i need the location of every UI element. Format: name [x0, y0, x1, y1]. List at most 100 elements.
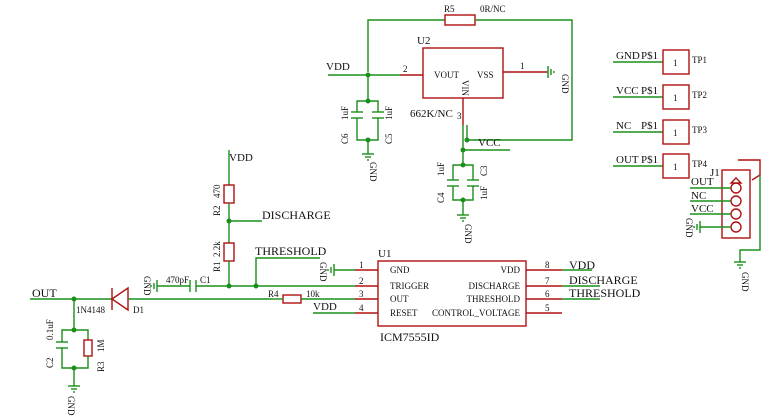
tp1-ref: TP1 [692, 55, 707, 65]
tp3-body [662, 119, 690, 145]
gnd-label: GND [368, 162, 378, 182]
r3-resistor [83, 339, 93, 357]
tp4-pad: P$1 [641, 154, 658, 166]
tp3-net: NC [616, 120, 631, 132]
u1-ref: U1 [378, 248, 391, 260]
j1-ref: J1 [710, 167, 720, 179]
testpoint-tp4: OUT P$1 1 TP4 [613, 153, 708, 179]
u2-pin3-num: 3 [457, 111, 462, 121]
j1-pin1 [730, 182, 742, 194]
c1-value: 470pF [166, 275, 189, 285]
r5-resistor [444, 14, 476, 26]
tp2-net: VCC [616, 85, 639, 97]
j1-pin2 [730, 195, 742, 207]
u1-pin6-name: THRESHOLD [467, 294, 521, 304]
u2-vin-label: VIN [460, 80, 470, 96]
u1-pin2-num: 2 [359, 276, 364, 286]
u1-vdd-net: VDD [569, 258, 595, 272]
testpoint-tp3: NC P$1 1 TP3 [613, 119, 708, 145]
tp1-pad: P$1 [641, 50, 658, 62]
junction-dot [71, 365, 77, 371]
threshold-net: THRESHOLD [255, 244, 327, 258]
r2-resistor [223, 184, 235, 204]
c5-wire [368, 100, 379, 112]
u1-pin5-name: CONTROL_VOLTAGE [432, 308, 520, 318]
connector-j1: J1 OUT NC VCC GND GND [684, 159, 761, 292]
u2-vss-label: VSS [477, 70, 494, 80]
tp2-ref: TP2 [692, 90, 707, 100]
tp4-ref: TP4 [692, 159, 708, 169]
u2-part: 662K/NC [410, 108, 453, 120]
c3-value: 1uF [479, 186, 489, 200]
c3-ref: C3 [479, 165, 489, 176]
r4-value: 10k [306, 289, 320, 299]
discharge-net: DISCHARGE [262, 208, 331, 222]
c4-wire [452, 150, 464, 180]
u1-pin6-num: 6 [545, 289, 550, 299]
j1-out-net: OUT [691, 176, 714, 188]
r3-value: 1M [96, 339, 106, 352]
c6-ref: C6 [340, 133, 350, 144]
j1-pin3 [730, 208, 742, 220]
u1-pin7-num: 7 [545, 276, 550, 286]
c4-ref: C4 [436, 192, 446, 203]
gnd-label: GND [463, 224, 473, 244]
u2-ref: U2 [417, 35, 430, 47]
junction-dot [460, 197, 466, 203]
u1-pin2-name: TRIGGER [390, 281, 429, 291]
u1-pin3-name: OUT [390, 294, 409, 304]
d1-diode-body [110, 286, 129, 312]
u1-pin4-name: RESET [390, 308, 418, 318]
gnd-label: GND [740, 272, 750, 292]
junction-dot [71, 327, 77, 333]
c3-wire [463, 164, 474, 180]
tp2-pad: P$1 [641, 85, 658, 97]
junction-dot [365, 137, 371, 143]
tp1-net: GND [616, 50, 640, 62]
u2-body [422, 47, 504, 99]
u2-regulator: R5 0R/NC VDD U2 2 VOUT VSS VIN 1 GND 662… [326, 4, 573, 244]
c5-value: 1uF [384, 106, 394, 120]
tp3-ref: TP3 [692, 125, 708, 135]
tp2-pin: 1 [673, 93, 678, 103]
u1-timer: U1 ICM7555ID 1 2 3 4 GND TRIGGER OUT RES… [355, 248, 641, 344]
u1-part: ICM7555ID [380, 330, 440, 344]
output-section: OUT 1N4148 D1 R4 10k 0.1uF C2 1M R3 GND [30, 262, 355, 416]
testpoint-tp1: GND P$1 1 TP1 [613, 49, 707, 75]
c6-wire [356, 75, 369, 112]
timing-vdd-net: VDD [229, 152, 253, 164]
u2-pin1-num: 1 [520, 61, 525, 71]
u2-vout-label: VOUT [434, 70, 459, 80]
c1-ref: C1 [200, 275, 211, 285]
r1-resistor [223, 242, 235, 262]
r5-wire-left [367, 19, 445, 72]
testpoints: GND P$1 1 TP1 VCC P$1 1 TP2 NC P$1 1 TP3… [613, 49, 708, 179]
r1-value: 2.2k [212, 241, 222, 257]
u1-pin4-num: 4 [359, 303, 364, 313]
u1-pin1-name: GND [390, 265, 410, 275]
j1-nc-net: NC [691, 190, 706, 202]
u1-threshold-net: THRESHOLD [569, 286, 641, 300]
u2-gnd-label: GND [560, 74, 570, 94]
u1-pin8-name: VDD [501, 265, 521, 275]
u1-pin1-num: 1 [359, 260, 364, 270]
c6c5-gnd-wire [356, 118, 379, 141]
tp4-pin: 1 [673, 162, 678, 172]
gnd-label: GND [318, 262, 328, 282]
j1-key [729, 177, 743, 184]
junction-dot [460, 162, 466, 168]
reset-vdd-net: VDD [313, 301, 337, 313]
timing-network: VDD 470 R2 DISCHARGE 2.2k R1 THRESHOLD G… [142, 150, 355, 296]
u1-discharge-net: DISCHARGE [569, 273, 638, 287]
c2-wire [61, 299, 75, 342]
gnd-label: GND [142, 276, 152, 296]
u1-pin7-name: DISCHARGE [468, 281, 520, 291]
tp3-pad: P$1 [641, 120, 658, 132]
testpoint-tp2: VCC P$1 1 TP2 [613, 84, 707, 110]
r1-ref: R1 [212, 261, 222, 272]
tp2-body [662, 84, 690, 110]
u2-pin2-num: 2 [403, 64, 408, 74]
r3-wire [74, 329, 89, 340]
j1-shield-line [738, 159, 761, 181]
